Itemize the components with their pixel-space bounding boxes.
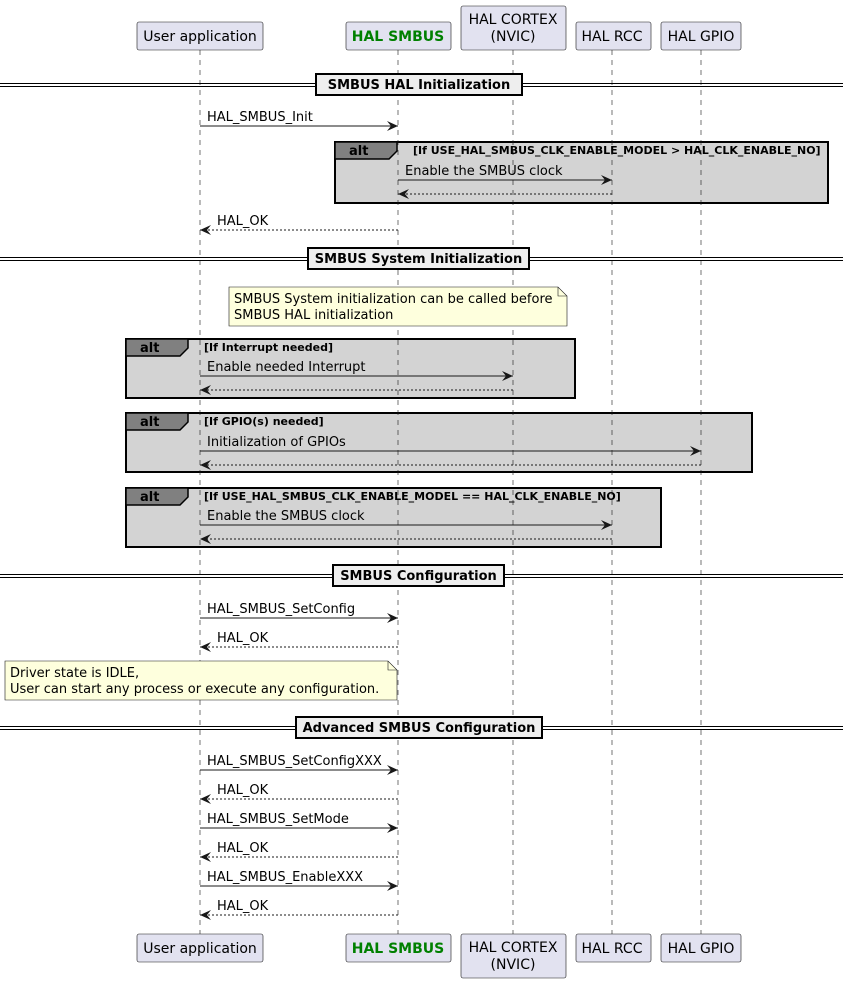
participant-label: HAL SMBUS	[352, 29, 444, 45]
message-label: HAL_SMBUS_Init	[207, 110, 313, 125]
alt-condition: [If Interrupt needed]	[204, 341, 333, 354]
message-label: HAL_OK	[217, 631, 269, 646]
participant-user-top	[136, 21, 264, 51]
note-text: SMBUS HAL initialization	[234, 308, 393, 323]
note	[4, 660, 398, 701]
alt-condition: [If GPIO(s) needed]	[204, 415, 324, 428]
message-label: Enable the SMBUS clock	[405, 164, 563, 179]
participant-label: User application	[143, 29, 257, 45]
alt-tab	[125, 487, 189, 506]
participant-label: HAL GPIO	[668, 29, 735, 45]
message-label: Initialization of GPIOs	[207, 435, 346, 450]
message-label: HAL_SMBUS_EnableXXX	[207, 870, 363, 885]
section-title: SMBUS System Initialization	[315, 252, 522, 267]
alt-tab	[125, 412, 189, 431]
alt-keyword: alt	[140, 490, 159, 505]
message-label: HAL_OK	[217, 783, 269, 798]
alt-keyword: alt	[140, 341, 159, 356]
alt-keyword: alt	[140, 415, 159, 430]
participant-rcc-bottom	[575, 933, 652, 963]
participant-label: HAL RCC	[582, 941, 643, 957]
note-text: User can start any process or execute an…	[10, 682, 379, 697]
section-title: SMBUS Configuration	[340, 569, 497, 584]
alt-condition: [If USE_HAL_SMBUS_CLK_ENABLE_MODEL == HA…	[204, 490, 621, 503]
note	[228, 286, 568, 327]
participant-label: (NVIC)	[491, 29, 536, 45]
participant-smbus-bottom	[345, 933, 452, 963]
alt-frame	[125, 412, 753, 473]
alt-frame	[125, 487, 662, 548]
participant-label: HAL RCC	[582, 29, 643, 45]
participant-cortex-top	[460, 5, 567, 51]
message-label: HAL_SMBUS_SetConfig	[207, 602, 355, 617]
section-title: Advanced SMBUS Configuration	[303, 721, 536, 736]
participant-label: User application	[143, 941, 257, 957]
alt-keyword: alt	[349, 144, 368, 159]
participant-label: HAL CORTEX	[469, 940, 558, 956]
message-label: Enable needed Interrupt	[207, 360, 366, 375]
message-label: Enable the SMBUS clock	[207, 509, 365, 524]
section-divider-box	[332, 564, 505, 587]
alt-tab	[125, 338, 189, 357]
alt-condition: [If USE_HAL_SMBUS_CLK_ENABLE_MODEL > HAL…	[413, 144, 821, 157]
participant-label: (NVIC)	[491, 957, 536, 973]
note-text: Driver state is IDLE,	[10, 666, 139, 681]
section-title: SMBUS HAL Initialization	[328, 78, 511, 93]
note-fold	[387, 661, 397, 671]
message-label: HAL_OK	[217, 214, 269, 229]
section-divider-box	[295, 716, 543, 739]
participant-label: HAL GPIO	[668, 941, 735, 957]
participant-gpio-top	[660, 21, 742, 51]
alt-frame	[334, 141, 829, 204]
message-label: HAL_SMBUS_SetMode	[207, 812, 349, 827]
participant-label: HAL CORTEX	[469, 12, 558, 28]
section-divider-box	[315, 73, 523, 96]
section-divider-box	[307, 247, 530, 270]
participant-gpio-bottom	[660, 933, 742, 963]
message-label: HAL_OK	[217, 841, 269, 856]
participant-cortex-bottom	[460, 933, 567, 979]
participant-user-bottom	[136, 933, 264, 963]
participant-rcc-top	[575, 21, 652, 51]
note-text: SMBUS System initialization can be calle…	[234, 292, 553, 307]
alt-tab	[334, 141, 398, 160]
participant-label: HAL SMBUS	[352, 941, 444, 957]
message-label: HAL_OK	[217, 899, 269, 914]
participant-smbus-top	[345, 21, 452, 51]
note-fold	[557, 287, 567, 297]
message-label: HAL_SMBUS_SetConfigXXX	[207, 754, 382, 769]
